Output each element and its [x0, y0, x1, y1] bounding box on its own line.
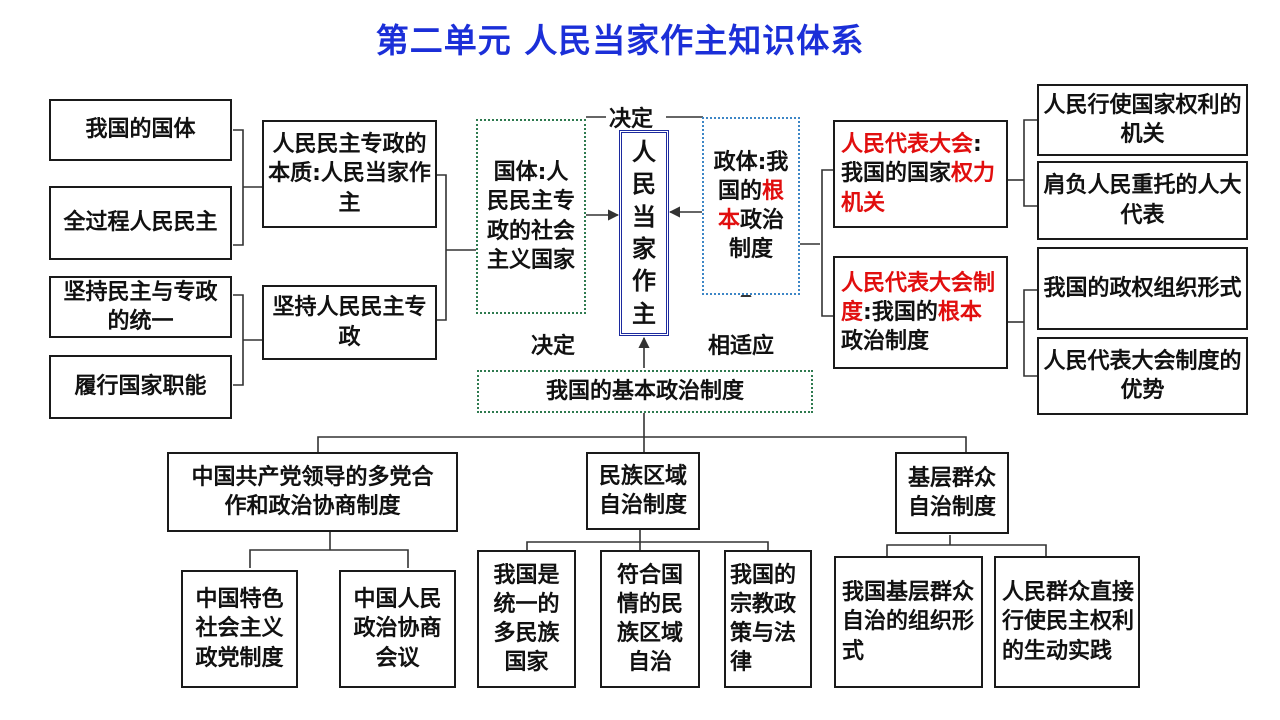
box-religious-policy: 我国的宗教政策与法律 [724, 550, 812, 688]
box-whole-process-democracy: 全过程人民民主 [49, 186, 232, 260]
box-zhengti: 政体:我国的根本政治制度 [702, 117, 800, 295]
box-label: 国体:人民民主专政的社会主义国家 [486, 160, 575, 273]
npcs-red-text-2: 根本 [937, 299, 982, 325]
box-label: 坚持民主与专政的统一 [63, 279, 218, 334]
label-top-decide: 决定 [609, 107, 654, 132]
box-label: 中国共产党领导的多党合作和政治协商制度 [191, 464, 434, 519]
box-npc: 人民代表大会:我国的国家权力机关 [833, 120, 1008, 228]
box-label: 我国基层群众自治的组织形式 [842, 580, 975, 664]
box-label: 人民民主专政的本质:人民当家作主 [268, 132, 431, 216]
box-cpc-multiparty-system: 中国共产党领导的多党合作和政治协商制度 [167, 452, 458, 532]
box-uphold-dictatorship: 坚持人民民主专政 [262, 285, 437, 360]
npc-text: :我国的国家 [841, 132, 982, 187]
box-dictatorship-essence: 人民民主专政的本质:人民当家作主 [262, 120, 437, 228]
box-guoti: 国体:人民民主专政的社会主义国家 [476, 119, 586, 314]
box-organ-of-power: 人民行使国家权利的机关 [1037, 84, 1248, 156]
box-label: 符合国情的民族区域自治 [616, 562, 683, 676]
box-label: 我国的政权组织形式 [1043, 275, 1242, 301]
box-direct-democracy-practice: 人民群众直接行使民主权利的生动实践 [994, 556, 1140, 688]
box-basic-political-system: 我国的基本政治制度 [477, 370, 813, 413]
box-label: 人民当家作主 [632, 137, 656, 328]
box-label: 全过程人民民主 [63, 210, 218, 236]
box-grassroots-autonomy-system: 基层群众自治制度 [895, 452, 1009, 534]
npcs-text-2: 政治制度 [841, 329, 930, 355]
npc-red-text: 人民代表大会 [841, 132, 974, 158]
npcs-text: :我国的 [863, 299, 938, 325]
npc-red-text-2: 权力机关 [841, 161, 996, 216]
box-organization-form: 我国的政权组织形式 [1037, 247, 1248, 330]
npcs-red-text: 人民代表大会制度 [841, 270, 996, 325]
box-label: 坚持人民民主专政 [272, 295, 427, 350]
box-label: 中国人民政治协商会议 [353, 587, 442, 671]
box-suited-national-conditions: 符合国情的民族区域自治 [600, 550, 700, 688]
box-label: 我国是统一的多民族国家 [493, 562, 560, 676]
box-label: 我国的基本政治制度 [545, 378, 744, 404]
label-adapt: 相适应 [708, 334, 775, 359]
page-title: 第二单元 人民当家作主知识体系 [375, 21, 865, 60]
box-national-system: 我国的国体 [49, 99, 232, 161]
box-core-people-masters: 人民当家作主 [619, 130, 669, 336]
box-democracy-dictatorship-unity: 坚持民主与专政的统一 [49, 276, 232, 338]
box-label: 履行国家职能 [74, 374, 207, 400]
box-label: 政体:我国的根本政治制度 [710, 148, 792, 264]
box-grassroots-org-form: 我国基层群众自治的组织形式 [834, 556, 983, 688]
box-label: 肩负人民重托的人大代表 [1043, 173, 1242, 228]
box-unified-multiethnic: 我国是统一的多民族国家 [477, 550, 576, 688]
box-label: 民族区域自治制度 [598, 463, 687, 518]
box-cppcc: 中国人民政治协商会议 [339, 570, 456, 688]
box-party-system: 中国特色社会主义政党制度 [181, 570, 298, 688]
zhengti-red-text: 根本 [717, 178, 785, 233]
box-deputies: 肩负人民重托的人大代表 [1037, 161, 1248, 240]
box-label: 人民代表大会制度:我国的根本政治制度 [841, 269, 1002, 356]
box-ethnic-autonomy-system: 民族区域自治制度 [586, 452, 700, 530]
box-label: 人民行使国家权利的机关 [1043, 92, 1242, 147]
box-label: 中国特色社会主义政党制度 [195, 587, 284, 671]
box-state-functions: 履行国家职能 [49, 355, 232, 419]
box-label: 人民代表大会制度的优势 [1043, 348, 1242, 403]
box-npc-advantages: 人民代表大会制度的优势 [1037, 337, 1248, 415]
box-label: 人民代表大会:我国的国家权力机关 [841, 130, 1002, 217]
zhengti-text: 政体:我国的 [713, 149, 789, 204]
zhengti-text-2: 政治制度 [728, 208, 785, 263]
box-npc-system: 人民代表大会制度:我国的根本政治制度 [833, 256, 1008, 369]
box-label: 人民群众直接行使民主权利的生动实践 [1002, 580, 1135, 664]
box-label: 我国的国体 [85, 117, 196, 143]
label-bottom-decide: 决定 [531, 334, 576, 359]
box-label: 基层群众自治制度 [907, 465, 996, 520]
box-label: 我国的宗教政策与法律 [730, 562, 797, 676]
